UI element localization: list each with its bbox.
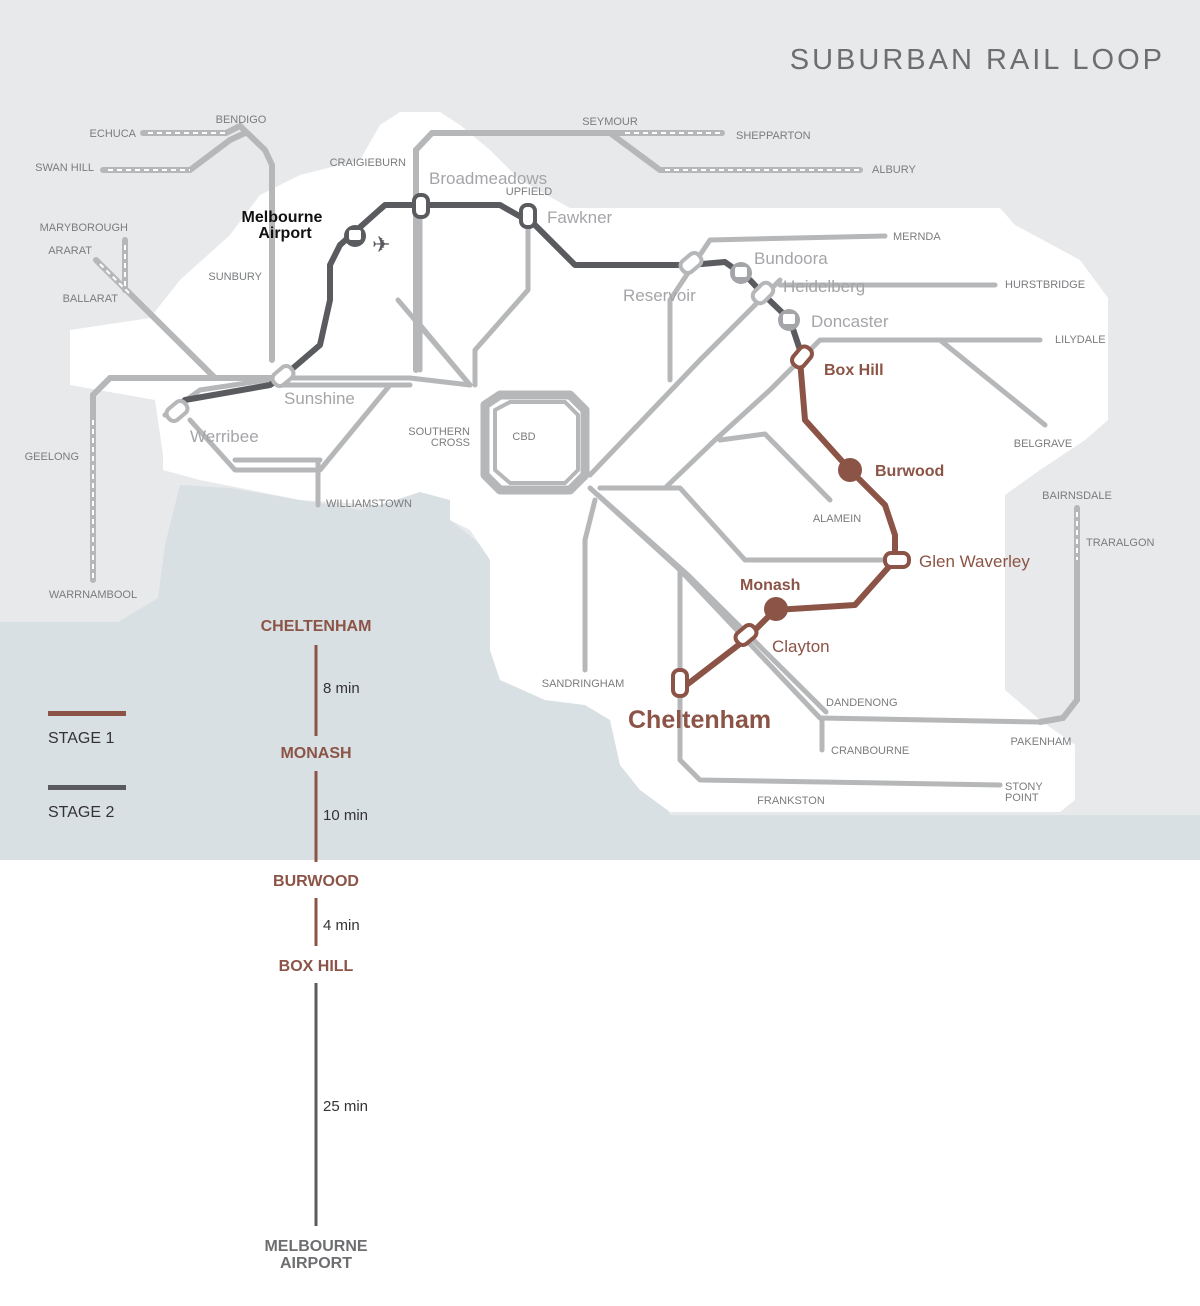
- label-geelong: GEELONG: [25, 451, 79, 463]
- label-box-hill: Box Hill: [824, 362, 884, 379]
- label-cbd: CBD: [512, 431, 535, 443]
- label-melbourne-airport-2: Airport: [258, 225, 312, 242]
- label-reservoir: Reservoir: [623, 286, 696, 305]
- label-clayton: Clayton: [772, 637, 830, 656]
- label-upfield: UPFIELD: [506, 186, 553, 198]
- label-melbourne-airport-1: Melbourne: [242, 209, 323, 226]
- timeline-stop-cheltenham: CHELTENHAM: [261, 618, 372, 635]
- label-pakenham: PAKENHAM: [1011, 736, 1072, 748]
- label-cranbourne: CRANBOURNE: [831, 745, 909, 757]
- legend-stage1-label: STAGE 1: [48, 730, 114, 747]
- label-williamstown: WILLIAMSTOWN: [326, 498, 412, 510]
- train-station-icons: [344, 225, 800, 331]
- label-mernda: MERNDA: [893, 231, 941, 243]
- label-sandringham: SANDRINGHAM: [542, 678, 625, 690]
- label-bairnsdale: BAIRNSDALE: [1042, 490, 1112, 502]
- timeline-stop-burwood: BURWOOD: [273, 873, 359, 890]
- label-lilydale: LILYDALE: [1055, 334, 1106, 346]
- plane-icon: ✈: [372, 232, 390, 257]
- timeline-time-4: 25 min: [323, 1098, 368, 1115]
- timeline-time-2: 10 min: [323, 807, 368, 824]
- timeline-stop-box-hill: BOX HILL: [279, 958, 354, 975]
- label-bundoora: Bundoora: [754, 249, 828, 268]
- label-stony-point-2: POINT: [1005, 792, 1039, 804]
- timeline-time-3: 4 min: [323, 917, 360, 934]
- label-frankston: FRANKSTON: [757, 795, 825, 807]
- label-southern-cross-1: SOUTHERN: [408, 426, 470, 438]
- label-heidelberg: Heidelberg: [783, 277, 865, 296]
- label-albury: ALBURY: [872, 164, 916, 176]
- label-burwood: Burwood: [875, 463, 944, 480]
- label-cheltenham: Cheltenham: [628, 706, 771, 734]
- label-shepparton: SHEPPARTON: [736, 130, 811, 142]
- legend-stage2-swatch: [48, 785, 126, 790]
- label-swan-hill: SWAN HILL: [35, 162, 94, 174]
- label-warrnambool: WARRNAMBOOL: [49, 589, 137, 601]
- label-southern-cross-2: CROSS: [431, 437, 470, 449]
- label-fawkner: Fawkner: [547, 208, 613, 227]
- regional-lines: [90, 122, 1080, 725]
- label-ballarat: BALLARAT: [63, 293, 119, 305]
- station-markers: [164, 193, 911, 698]
- timeline: CHELTENHAM MONASH BURWOOD BOX HILL MELBO…: [261, 618, 372, 1272]
- label-doncaster: Doncaster: [811, 312, 889, 331]
- label-echuca: ECHUCA: [90, 128, 137, 140]
- label-maryborough: MARYBOROUGH: [40, 222, 128, 234]
- legend: STAGE 1 STAGE 2: [48, 711, 126, 821]
- timeline-time-1: 8 min: [323, 680, 360, 697]
- label-craigieburn: CRAIGIEBURN: [330, 157, 406, 169]
- label-traralgon: TRARALGON: [1086, 537, 1155, 549]
- timeline-stop-melbourne: MELBOURNE: [264, 1238, 367, 1255]
- lower-white-area: [0, 860, 1200, 1306]
- label-ararat: ARARAT: [48, 245, 92, 257]
- label-glen-waverley: Glen Waverley: [919, 552, 1030, 571]
- label-stony-point-1: STONY: [1005, 781, 1043, 793]
- timeline-stop-airport: AIRPORT: [280, 1255, 352, 1272]
- label-sunbury: SUNBURY: [208, 271, 262, 283]
- label-hurstbridge: HURSTBRIDGE: [1005, 279, 1085, 291]
- label-belgrave: BELGRAVE: [1014, 438, 1073, 450]
- legend-stage1-swatch: [48, 711, 126, 716]
- label-bendigo: BENDIGO: [216, 114, 267, 126]
- label-sunshine: Sunshine: [284, 389, 355, 408]
- label-monash: Monash: [740, 577, 800, 594]
- map-title: SUBURBAN RAIL LOOP: [790, 44, 1165, 76]
- stage1-line: [677, 357, 898, 693]
- legend-stage2-label: STAGE 2: [48, 804, 114, 821]
- timeline-stop-monash: MONASH: [280, 745, 351, 762]
- label-seymour: SEYMOUR: [582, 116, 638, 128]
- label-alamein: ALAMEIN: [813, 513, 861, 525]
- label-broadmeadows: Broadmeadows: [429, 169, 547, 188]
- label-dandenong: DANDENONG: [826, 697, 898, 709]
- label-werribee: Werribee: [190, 427, 259, 446]
